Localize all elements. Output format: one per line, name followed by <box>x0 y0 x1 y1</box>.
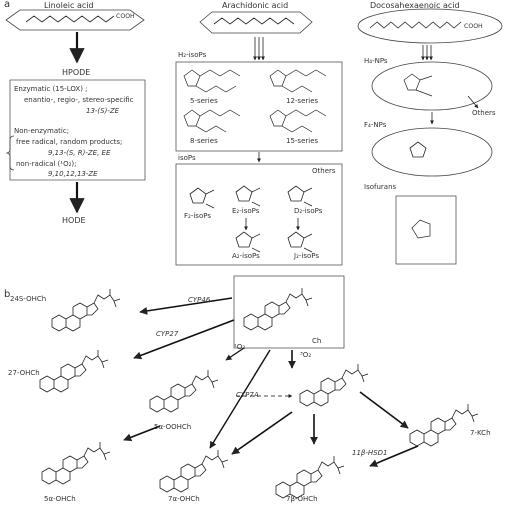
enzyme-cyp27: CYP27 <box>156 330 179 338</box>
isofuran-ring <box>411 219 431 239</box>
product-13s: 13-(S)-ZE <box>86 107 120 115</box>
hpode-label: HPODE <box>62 68 91 77</box>
panel-a-label: a <box>4 0 11 10</box>
isops-structures <box>189 185 313 253</box>
enzyme-11b-hsd1: 11β-HSD1 <box>352 449 388 457</box>
f4-nps-ring <box>409 141 427 158</box>
compound-24s-ohch: 24S-OHCh <box>10 295 47 303</box>
j2-isops: J₂-isoPs <box>294 252 320 260</box>
dha-structure <box>357 8 503 44</box>
h2-isops-label: H₂-isoPs <box>178 51 207 59</box>
linoleic-structure <box>5 9 145 31</box>
cholesterol-box <box>233 275 345 349</box>
hode-label: HODE <box>62 216 86 225</box>
compound-7b-ohch: 7β-OHCh <box>286 495 318 503</box>
7-kch-structure <box>409 403 479 447</box>
7-ooh-structure <box>299 363 369 407</box>
arachidonic-others: Others <box>312 167 336 175</box>
series-15: 15-series <box>286 137 319 145</box>
specificity-text: enantio-, regio-, stereo-specific <box>24 96 134 104</box>
compound-5a-ohch: 5α-OHCh <box>44 495 76 503</box>
compound-27-ohch: 27-OHCh <box>8 369 40 377</box>
f4-nps-label: F₄-NPs <box>364 121 387 129</box>
arachidonic-structure <box>199 11 313 34</box>
series-5: 5-series <box>190 97 218 105</box>
7b-ohch-structure <box>275 455 345 499</box>
5a-oohch-structure <box>149 369 219 413</box>
compound-7a-ohch: 7α-OHCh <box>168 495 200 503</box>
arachidonic-title: Arachidonic acid <box>222 1 289 10</box>
27-ohch-structure <box>39 349 109 393</box>
isofurans-box <box>395 195 457 265</box>
series-8: 8-series <box>190 137 218 145</box>
enzyme-cyp7a: CYP7A <box>236 391 259 399</box>
nonradical-text: non-radical (¹O₂); <box>16 160 77 168</box>
linoleic-cooh: COOH <box>116 13 135 20</box>
nonenzymatic-brace <box>5 135 15 171</box>
isops-box <box>175 163 343 266</box>
e2-isops: E₂-isoPs <box>232 207 260 215</box>
d2-isops: D₂-isoPs <box>294 207 323 215</box>
cholesterol-arrows <box>123 297 419 467</box>
h2-isops-box <box>175 61 343 152</box>
f4-nps-ellipse <box>371 127 493 177</box>
dha-cooh: COOH <box>464 23 483 30</box>
linoleic-title: Linoleic acid <box>44 1 94 10</box>
7a-ohch-structure <box>159 449 229 493</box>
triplet-oxygen: ³O₂ <box>300 351 312 359</box>
enzyme-cyp46: CYP46 <box>188 296 211 304</box>
compound-5a-oohch: 5α-OOHCh <box>154 423 192 431</box>
compound-ch: Ch <box>312 337 322 345</box>
f2-isops: F₂-isoPs <box>184 212 211 220</box>
series-12: 12-series <box>286 97 319 105</box>
product-913: 9,13-(S, R)-ZE, EE <box>48 149 111 157</box>
singlet-oxygen: ¹O₂ <box>234 343 246 351</box>
nonenzymatic-text: Non-enzymatic; <box>14 127 70 135</box>
product-91012: 9,10,12,13-ZE <box>48 170 98 178</box>
24s-ohch-structure <box>51 288 121 332</box>
dha-title: Docosahexaenoic acid <box>370 1 460 10</box>
cholesterol-structure <box>243 287 313 331</box>
isofurans-label: Isofurans <box>364 183 397 191</box>
a2-isops: A₂-isoPs <box>232 252 260 260</box>
free-radical-text: free radical, random products; <box>16 138 123 146</box>
compound-7-kch: 7-KCh <box>470 429 491 437</box>
enzymatic-text: Enzymatic (15-LOX) ; <box>14 85 88 93</box>
panel-b-label: b <box>4 289 11 300</box>
h4-nps-structure <box>403 73 433 97</box>
h4-nps-ellipse <box>371 61 493 111</box>
h2-isops-structures <box>183 69 327 133</box>
dha-others: Others <box>472 109 496 117</box>
h4-nps-label: H₄-NPs <box>364 57 388 65</box>
5a-ohch-structure <box>41 441 111 485</box>
isops-label: isoPs <box>178 154 196 162</box>
